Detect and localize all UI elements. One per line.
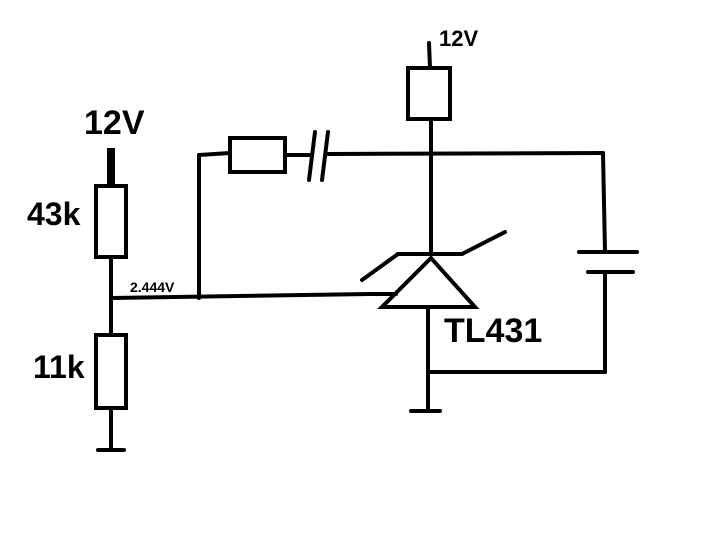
reference-net <box>109 130 605 300</box>
resistor-11k <box>94 333 128 410</box>
capacitor-plate-right <box>320 130 330 182</box>
tl431-cathode-hook <box>460 230 507 256</box>
tl431-symbol <box>360 230 607 413</box>
resistor-label-11k: 11k <box>33 349 85 385</box>
capacitor-plate-left <box>307 130 317 182</box>
resistor-label-43k: 43k <box>27 196 81 232</box>
right-branch <box>577 151 639 374</box>
load-resistor <box>406 66 452 121</box>
supply-label-left: 12V <box>84 104 145 142</box>
feedback-top <box>197 151 232 157</box>
ref-wire <box>109 292 372 300</box>
top-bus <box>326 151 605 156</box>
right-wire-top <box>601 151 607 254</box>
supply-stub-top <box>427 41 432 70</box>
ic-label: TL431 <box>444 312 542 350</box>
tl431-triangle <box>377 255 480 309</box>
feedback-resistor <box>228 136 287 174</box>
tl431-ref-hook <box>360 252 400 282</box>
top-supply <box>406 41 452 256</box>
resistor-43k <box>94 184 128 259</box>
voltage-divider <box>94 148 128 452</box>
divider-voltage-label: 2.444V <box>130 279 175 295</box>
supply-label-top: 12V <box>439 26 478 51</box>
